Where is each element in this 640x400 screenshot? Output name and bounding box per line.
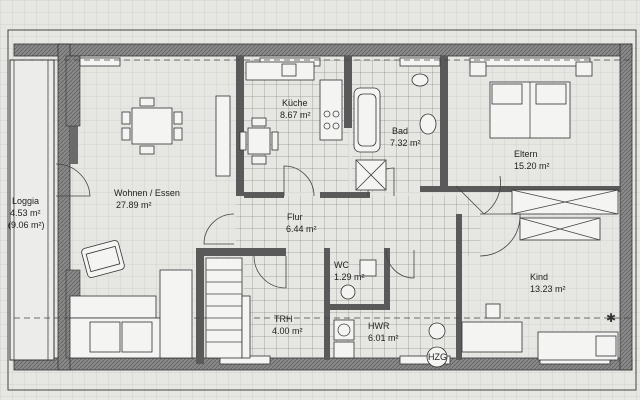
wohnen-area-value: 27.89 m² (116, 200, 152, 210)
double-bed (489, 81, 571, 139)
wc-name: WC (334, 260, 349, 270)
eltern-area-value: 15.20 m² (514, 161, 550, 171)
wohnen-name: Wohnen / Essen (114, 188, 180, 198)
hwr-area-value: 6.01 m² (368, 333, 399, 343)
kueche-area-value: 8.67 m² (280, 110, 311, 120)
kind-area-value: 13.23 m² (530, 284, 566, 294)
trh-tiles (244, 256, 324, 360)
trh-name: TRH (274, 314, 293, 324)
bathtub (353, 87, 381, 153)
bath-toilet (411, 73, 429, 87)
outer-walls (13, 43, 633, 371)
hwr-name: HWR (368, 321, 390, 331)
eltern-name: Eltern (514, 149, 538, 159)
loggia-name: Loggia (12, 196, 39, 206)
washing-machine (333, 319, 355, 341)
hzg-label: HZG (428, 352, 447, 362)
door-swings (55, 163, 521, 289)
kind-name: Kind (530, 272, 548, 282)
flur-area-value: 6.44 m² (286, 224, 317, 234)
heating-unit-icon (426, 346, 448, 368)
desk-chair (485, 303, 501, 319)
single-bed (537, 331, 619, 361)
kitchen-table (239, 117, 279, 165)
hall-tiles (236, 196, 480, 256)
window-handle-icon: ✱ (606, 311, 616, 325)
desk (461, 321, 523, 353)
sheet-border (7, 29, 637, 391)
loggia-note: (9.06 m²) (8, 220, 45, 230)
bath-sink (419, 113, 437, 135)
wc-area-value: 1.29 m² (334, 272, 365, 282)
dryer (333, 341, 355, 359)
flur-name: Flur (287, 212, 303, 222)
loggia-area (9, 59, 55, 361)
room-labels: Loggia 4.53 m² (9.06 m²) Wohnen / Essen … (8, 98, 566, 362)
bad-name: Bad (392, 126, 408, 136)
loggia-area-value: 4.53 m² (10, 208, 41, 218)
kids-wardrobe (519, 217, 601, 241)
nightstand-right (575, 61, 593, 77)
kitchen-counter (245, 61, 343, 141)
interior-walls (65, 55, 620, 364)
kueche-name: Küche (282, 98, 308, 108)
wc-toilet (340, 284, 356, 300)
sofa (69, 269, 193, 359)
wardrobe (511, 189, 619, 215)
tv-cabinet (215, 95, 231, 177)
wc-sink (359, 259, 377, 277)
armchair (81, 240, 125, 278)
dining-table (121, 97, 183, 155)
trh-area-value: 4.00 m² (272, 326, 303, 336)
bad-area-value: 7.32 m² (390, 138, 421, 148)
nightstand-left (469, 61, 487, 77)
staircase (205, 257, 251, 359)
